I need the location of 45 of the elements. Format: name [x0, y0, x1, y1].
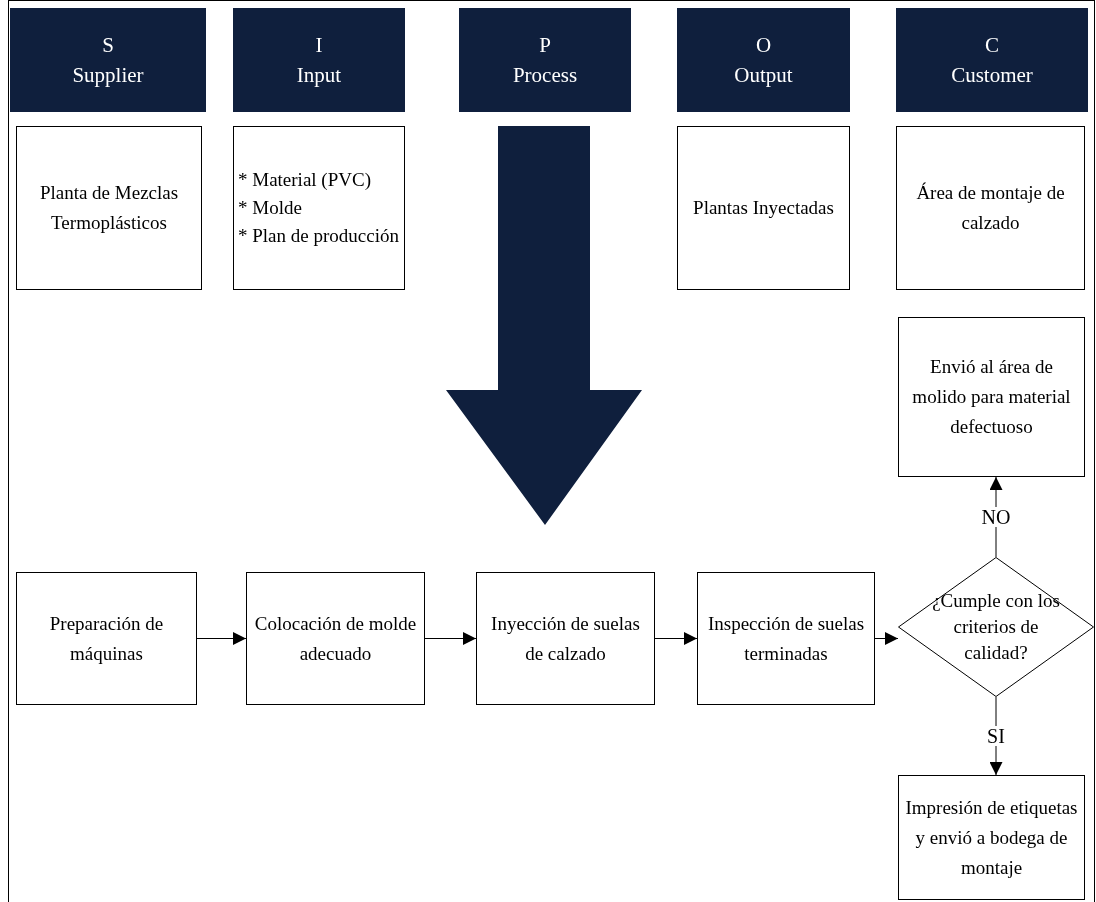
header-text: Supplier — [72, 62, 144, 89]
header-text: S — [102, 32, 114, 59]
box-text: Planta de Mezclas Termoplásticos — [38, 181, 180, 235]
header-text: P — [539, 32, 551, 59]
column-header — [233, 8, 405, 112]
process-box — [476, 572, 655, 705]
arrow — [654, 632, 698, 645]
box-text: Plantas Inyectadas — [693, 196, 834, 220]
decision-text: ¿Cumple con los criterios de calidad? — [931, 589, 1061, 665]
decision-diamond — [898, 557, 1094, 697]
header-text: Input — [296, 62, 342, 89]
header-text: C — [985, 32, 999, 59]
process-box — [16, 572, 197, 705]
list-item: * Material (PVC) — [238, 168, 372, 192]
header-text: I — [315, 32, 323, 59]
arrow — [874, 632, 899, 645]
header-text: Process — [512, 62, 578, 89]
list-item: * Molde — [238, 196, 303, 220]
process-box — [246, 572, 425, 705]
box-text: Inyección de suelas de calzado — [490, 611, 641, 666]
box-text: Inspección de suelas terminadas — [706, 611, 866, 666]
edge-label: NO — [979, 507, 1013, 527]
column-header — [896, 8, 1088, 112]
process-box — [898, 317, 1085, 477]
box-text: Colocación de molde adecuado — [253, 611, 418, 666]
edge-label: SI — [985, 726, 1007, 746]
column-header — [459, 8, 631, 112]
process-box — [896, 126, 1085, 290]
process-box — [898, 775, 1085, 900]
header-text: Customer — [951, 62, 1033, 89]
header-text: Output — [734, 62, 793, 89]
box-text: Envió al área de molido para material defectuoso — [911, 355, 1072, 439]
box-text: Impresión de etiquetas y envió a bodega de montaje — [904, 795, 1079, 880]
arrow — [196, 632, 247, 645]
column-header — [10, 8, 206, 112]
input-list-box — [233, 126, 405, 290]
header-text: O — [755, 32, 772, 59]
box-text: Área de montaje de calzado — [915, 181, 1066, 235]
process-box — [697, 572, 875, 705]
arrow — [424, 632, 477, 645]
list-item: * Plan de producción — [238, 224, 400, 248]
process-box — [677, 126, 850, 290]
column-header — [677, 8, 850, 112]
process-box — [16, 126, 202, 290]
box-text: Preparación de máquinas — [48, 611, 165, 666]
